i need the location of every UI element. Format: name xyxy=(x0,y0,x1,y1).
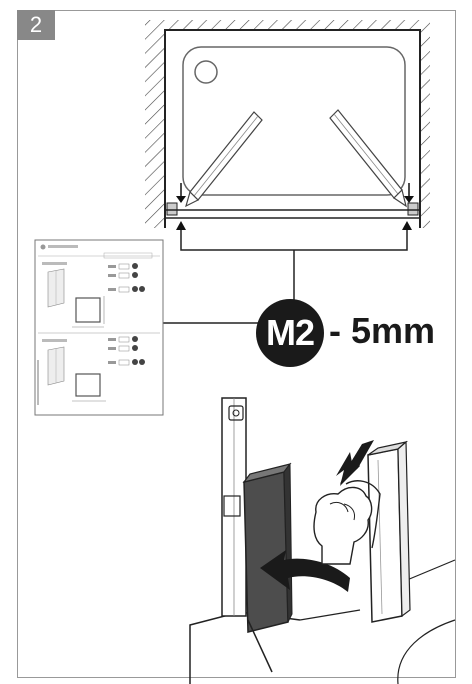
down-arrow-left-icon xyxy=(176,183,186,203)
installation-illustration xyxy=(189,397,456,684)
drain-icon xyxy=(194,60,218,84)
curved-arrow-icon xyxy=(260,550,350,592)
diagram-frame xyxy=(17,10,456,678)
profile-left xyxy=(166,202,178,216)
pencil-left-icon xyxy=(185,111,263,208)
measurement-separator: - xyxy=(329,310,341,351)
profile-right xyxy=(407,202,419,216)
wall-profile-dark xyxy=(242,462,293,633)
tool-code-badge: M2 xyxy=(256,299,324,367)
dimension-bracket xyxy=(180,230,408,251)
hand-icon xyxy=(313,480,381,565)
wall-plan-view xyxy=(145,20,430,300)
measurement-value: - 5mm xyxy=(329,309,435,353)
down-arrow-right-icon xyxy=(404,183,414,203)
level-tool-icon xyxy=(221,397,247,617)
up-arrow-left-icon xyxy=(176,221,186,230)
reference-sheet-thumbnail xyxy=(34,239,164,416)
step-number-badge: 2 xyxy=(17,10,55,40)
wall-hatching xyxy=(145,20,430,228)
wall-inner-edge xyxy=(164,29,421,228)
up-arrow-right-icon xyxy=(402,221,412,230)
profile-icon xyxy=(367,440,411,623)
pencil-right-icon xyxy=(329,109,407,208)
measurement-number: 5mm xyxy=(351,310,436,351)
shower-tray xyxy=(182,46,406,196)
